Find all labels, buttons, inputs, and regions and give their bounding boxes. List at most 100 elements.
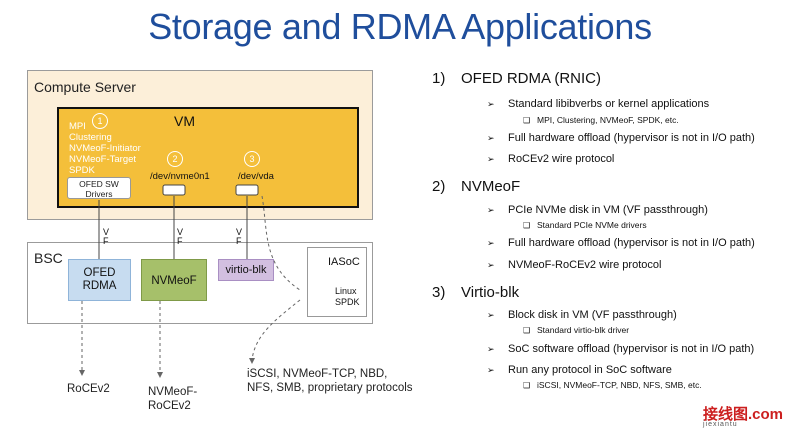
vda-dashed-path xyxy=(261,195,301,291)
list-item-text: Full hardware offload (hypervisor is not… xyxy=(508,237,755,249)
protocols-line1: iSCSI, NVMeoF-TCP, NBD, xyxy=(247,368,388,380)
arrow-bullet-icon: ➢ xyxy=(487,310,495,320)
nvmeof-rocev2-line1: NVMeoF- xyxy=(148,386,198,398)
list-item-text: PCIe NVMe disk in VM (VF passthrough) xyxy=(508,204,708,216)
vf-label-2: V F xyxy=(177,228,183,246)
list-item-text: SoC software offload (hypervisor is not … xyxy=(508,343,755,355)
vf-label-3: V F xyxy=(236,228,242,246)
vf-letter: V xyxy=(177,227,184,237)
vf-letter: V xyxy=(236,227,243,237)
bsc-label: BSC xyxy=(34,250,63,266)
section-number: 1) xyxy=(432,70,446,87)
iasoc-box xyxy=(307,247,367,317)
vm-app-item: NVMeoF-Initiator xyxy=(69,143,141,154)
vf-letter: F xyxy=(103,236,109,246)
arrow-bullet-icon: ➢ xyxy=(487,238,495,248)
section-number: 3) xyxy=(432,284,446,301)
arrow-bullet-icon: ➢ xyxy=(487,133,495,143)
watermark-subtext: jiexiantu xyxy=(703,421,738,428)
section-number: 2) xyxy=(432,178,446,195)
sub-list-item: ❑ MPI, Clustering, NVMeoF, SPDK, etc. xyxy=(523,115,679,125)
vm-app-item: MPI xyxy=(69,121,86,132)
iasoc-label: IASoC xyxy=(328,256,360,268)
circle-marker-1: 1 xyxy=(92,113,108,129)
list-item-text: Block disk in VM (VF passthrough) xyxy=(508,309,677,321)
ofed-rdma-line1: OFED xyxy=(83,267,116,279)
list-item-text: Run any protocol in SoC software xyxy=(508,364,672,376)
linux-spdk-label: Linux SPDK xyxy=(335,286,360,308)
linux-label: Linux xyxy=(335,286,357,296)
ofed-sw-drivers-box: OFED SW Drivers xyxy=(67,177,131,199)
vm-label: VM xyxy=(174,113,195,129)
list-item: ➢ Run any protocol in SoC software xyxy=(487,364,672,376)
ofed-sw-label: OFED SW xyxy=(79,179,119,189)
watermark-logo: 接线图.com xyxy=(703,406,784,423)
ofed-rdma-box: OFED RDMA xyxy=(68,259,131,301)
dev-nvme-label: /dev/nvme0n1 xyxy=(150,171,210,182)
circle-marker-3: 3 xyxy=(244,151,260,167)
sub-list-item: ❑iSCSI, NVMeoF-TCP, NBD, NFS, SMB, etc. xyxy=(523,380,702,390)
arrow-bullet-icon: ➢ xyxy=(487,205,495,215)
list-item-text: Full hardware offload (hypervisor is not… xyxy=(508,132,755,144)
disk-icon-nvme xyxy=(162,184,186,196)
arrowhead xyxy=(249,358,255,364)
list-item-text: Standard libibverbs or kernel applicatio… xyxy=(508,98,710,110)
list-item: ➢ Block disk in VM (VF passthrough) xyxy=(487,309,677,321)
protocols-label: iSCSI, NVMeoF-TCP, NBD, NFS, SMB, propri… xyxy=(247,367,413,395)
arrow-bullet-icon: ➢ xyxy=(487,99,495,109)
square-bullet-icon: ❑ xyxy=(523,116,531,125)
list-item-text: NVMeoF-RoCEv2 wire protocol xyxy=(508,259,662,271)
ofed-rdma-line2: RDMA xyxy=(82,280,117,292)
nvmeof-rocev2-line2: RoCEv2 xyxy=(148,400,191,412)
sub-list-item: ❑ Standard virtio-blk driver xyxy=(523,325,629,335)
spdk-label: SPDK xyxy=(335,297,360,307)
dev-vda-label: /dev/vda xyxy=(238,171,274,182)
virtio-blk-box: virtio-blk xyxy=(218,259,274,281)
list-item: ➢ Full hardware offload (hypervisor is no… xyxy=(487,132,755,144)
disk-icon-vda xyxy=(235,184,259,196)
list-item: ➢RoCEv2 wire protocol xyxy=(487,153,614,165)
list-item: ➢ Standard libibverbs or kernel applicati… xyxy=(487,98,709,110)
square-bullet-icon: ❑ xyxy=(523,221,531,230)
sub-list-item-text: MPI, Clustering, NVMeoF, SPDK, etc. xyxy=(537,115,679,125)
arrow-bullet-icon: ➢ xyxy=(487,344,495,354)
sub-list-item-text: Standard virtio-blk driver xyxy=(537,325,630,335)
compute-server-label: Compute Server xyxy=(34,79,136,95)
list-item: ➢ SoC software offload (hypervisor is not… xyxy=(487,343,754,355)
sub-list-item: ❑ Standard PCIe NVMe drivers xyxy=(523,220,647,230)
sub-list-item-text: Standard PCIe NVMe drivers xyxy=(537,220,647,230)
ofed-drivers-label: Drivers xyxy=(85,189,113,199)
vf-label-1: V F xyxy=(103,228,109,246)
vf-letter: F xyxy=(177,236,183,246)
vm-app-item: NVMeoF-Target xyxy=(69,154,137,165)
vm-app-item: Clustering xyxy=(69,132,112,143)
rocev2-label: RoCEv2 xyxy=(67,383,110,395)
section-title: OFED RDMA (RNIC) xyxy=(461,70,601,87)
arrow-bullet-icon: ➢ xyxy=(487,154,495,164)
vm-app-item: SPDK xyxy=(69,165,95,176)
arrowhead xyxy=(79,370,85,376)
nvmeof-box: NVMeoF xyxy=(141,259,207,301)
slide-title: Storage and RDMA Applications xyxy=(148,6,652,47)
section-heading-1: 1) OFED RDMA (RNIC) xyxy=(432,70,601,87)
protocols-dashed-path xyxy=(251,299,301,361)
list-item: ➢ PCIe NVMe disk in VM (VF passthrough) xyxy=(487,204,708,216)
section-title: Virtio-blk xyxy=(461,284,520,301)
vf-letter: V xyxy=(103,227,110,237)
arrowhead xyxy=(157,372,163,378)
nvmeof-rocev2-label: NVMeoF- RoCEv2 xyxy=(148,385,197,413)
section-heading-3: 3) Virtio-blk xyxy=(432,284,519,301)
circle-marker-2: 2 xyxy=(167,151,183,167)
sub-list-item-text: iSCSI, NVMeoF-TCP, NBD, NFS, SMB, etc. xyxy=(537,380,702,390)
list-item: ➢ NVMeoF-RoCEv2 wire protocol xyxy=(487,259,661,271)
list-item: ➢ Full hardware offload (hypervisor is no… xyxy=(487,237,755,249)
arrow-bullet-icon: ➢ xyxy=(487,365,495,375)
vm-app-list: MPI Clustering NVMeoF-Initiator NVMeoF-T… xyxy=(69,121,141,176)
square-bullet-icon: ❑ xyxy=(523,326,531,335)
vf-letter: F xyxy=(236,236,242,246)
section-title: NVMeoF xyxy=(461,178,521,195)
protocols-line2: NFS, SMB, proprietary protocols xyxy=(247,382,413,394)
section-heading-2: 2) NVMeoF xyxy=(432,178,520,195)
arrow-bullet-icon: ➢ xyxy=(487,260,495,270)
